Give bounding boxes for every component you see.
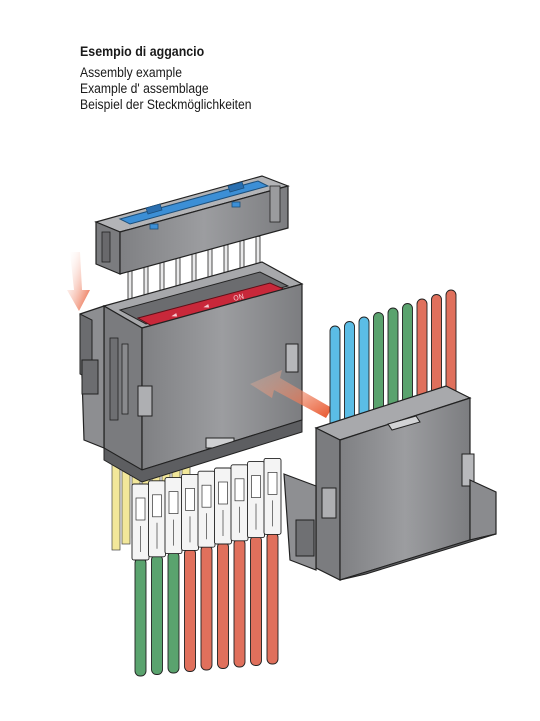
svg-text:◄: ◄ (170, 311, 178, 320)
bottom-wire (151, 554, 163, 675)
contact-window (185, 488, 195, 511)
contact-window (152, 494, 162, 518)
caption-french: Example d' assemblage (80, 81, 209, 96)
caption-block: Esempio di aggancio Assembly example Exa… (80, 44, 271, 113)
bottom-wire (250, 535, 262, 666)
bottom-wire (266, 531, 279, 665)
contact-window (135, 497, 146, 521)
bottom-wire (200, 544, 213, 671)
contact-window (168, 491, 179, 514)
caption-title: Esempio di aggancio (80, 44, 205, 59)
top-header-connector (94, 175, 290, 315)
contact-window (234, 478, 245, 502)
bottom-wire (134, 557, 147, 677)
caption-german: Beispiel der Steckmöglichkeiten (80, 97, 252, 112)
caption-english: Assembly example (80, 65, 182, 80)
bottom-wire (167, 551, 180, 674)
right-wire (445, 289, 457, 403)
bottom-wire (217, 541, 229, 669)
bottom-wire (184, 547, 196, 672)
bottom-wire (233, 538, 246, 668)
right-wire (329, 325, 341, 437)
contact-window (218, 481, 228, 505)
main-housing: ◄ ◄ ON (79, 261, 304, 551)
contact-window (251, 475, 261, 498)
insert-down-arrow (67, 252, 90, 311)
bottom-contacts (131, 457, 282, 677)
insert-side-arrow (250, 370, 332, 418)
contact-window (201, 484, 212, 508)
svg-text:ON: ON (232, 292, 244, 303)
right-wire (344, 321, 355, 433)
right-connector (283, 289, 497, 581)
contact-window (267, 472, 278, 495)
svg-text:◄: ◄ (202, 302, 210, 311)
